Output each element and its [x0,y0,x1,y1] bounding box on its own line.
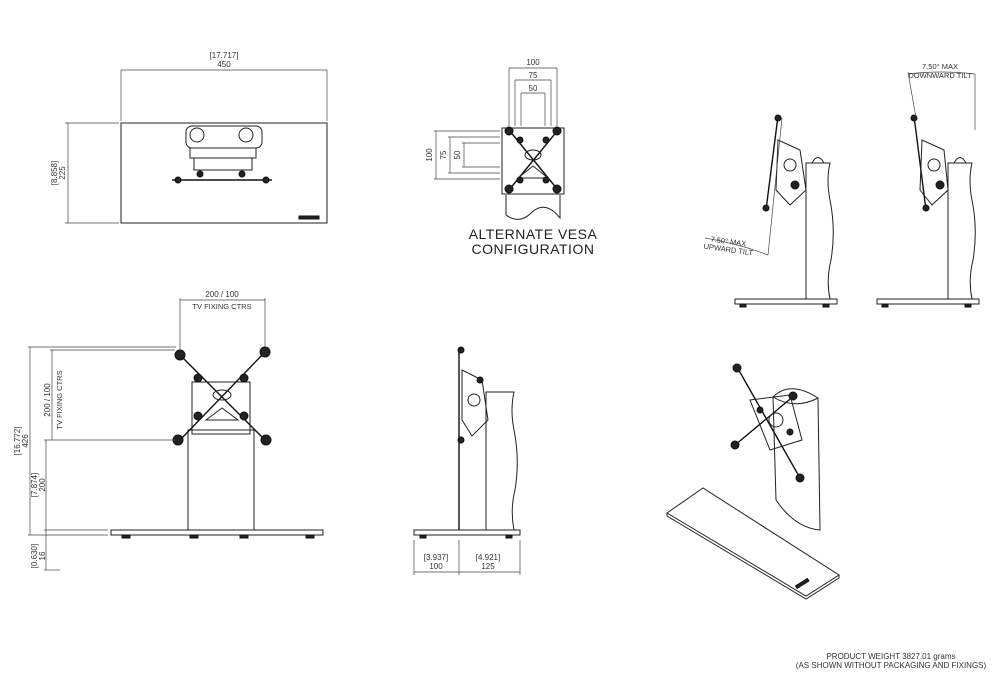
front-base-mm: 16 [38,551,47,560]
base-plate-outline [120,122,328,224]
height-mm-label: 225 [58,166,67,180]
height-in-label: [8.858] [50,161,59,185]
front-mid-in: [7.874] [30,473,39,497]
alt-dim-75-v: 75 [439,150,448,159]
front-fixing-top-label: TV FIXING CTRS [192,302,251,311]
alt-vesa-title-2: CONFIGURATION [472,241,595,257]
downward-tilt-label: DOWNWARD TILT [908,71,972,80]
vesa-plate [501,127,565,195]
side-right-in: [4.921] [476,553,500,562]
front-fixing-side-label: TV FIXING CTRS [55,370,64,429]
front-base [110,529,324,536]
alt-dim-75-h: 75 [529,71,538,80]
alt-dim-100-v: 100 [425,148,434,162]
front-column [187,429,255,531]
footer-notes: PRODUCT WEIGHT 3827.01 grams (AS SHOWN W… [796,652,987,670]
logo-strip [298,215,320,220]
downward-tilt-view: 7.50° MAX DOWNWARD TILT [876,62,980,308]
side-base [413,529,521,536]
alt-vesa-title-1: ALTERNATE VESA [469,226,598,242]
alt-dim-50-h: 50 [529,84,538,93]
bracket-plan [172,125,272,184]
width-mm-label: 450 [217,60,231,69]
alt-dim-100-h: 100 [526,58,540,67]
width-in-label: [17.717] [210,51,239,60]
side-left-mm: 100 [429,562,443,571]
isometric-view [666,363,840,600]
front-overall-mm: 426 [21,434,30,448]
side-left-in: [3.937] [424,553,448,562]
side-view: [3.937] 100 [4.921] 125 [413,346,521,575]
side-right-mm: 125 [481,562,495,571]
front-overall-in: [16.772] [13,427,22,456]
upward-tilt-view: 7.50° MAX UPWARD TILT [703,114,838,308]
front-view: 200 / 100 TV FIXING CTRS 200 / 100 TV FI… [13,290,324,571]
top-view: [17.717] 450 [8.858] 225 [50,51,328,224]
alt-vesa-view: 100 75 50 100 75 50 ALTERNATE VESA CONFI… [425,58,597,257]
front-base-in: [0.630] [30,544,39,568]
front-fixing-side-value: 200 / 100 [43,383,52,417]
front-fixing-top-value: 200 / 100 [205,290,239,299]
downward-tilt-value: 7.50° MAX [922,62,958,71]
front-mid-mm: 200 [38,478,47,492]
product-weight: PRODUCT WEIGHT 3827.01 grams [826,652,955,661]
weight-note: (AS SHOWN WITHOUT PACKAGING AND FIXINGS) [796,661,987,670]
alt-dim-50-v: 50 [453,150,462,159]
iso-column [772,388,821,531]
